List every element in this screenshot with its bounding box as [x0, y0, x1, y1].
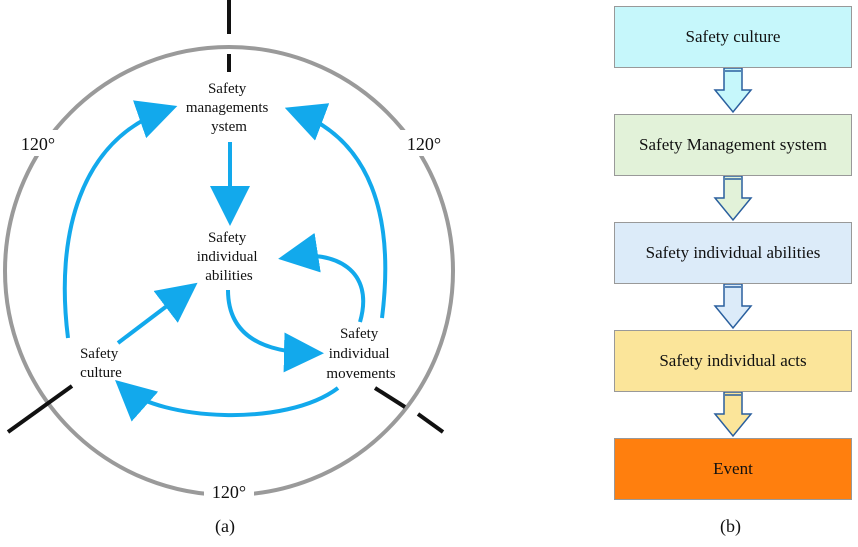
flow-box-safety-management-system: Safety Management system: [614, 114, 852, 176]
down-arrow-icon: [713, 284, 753, 330]
down-arrow-icon: [713, 392, 753, 438]
left-divider: [6, 384, 74, 434]
down-arrow-icon: [713, 68, 753, 114]
arrow-movements-to-culture: [115, 380, 340, 422]
angle-label-upper-right: 120°: [407, 134, 441, 154]
flow-box-safety-individual-acts: Safety individual acts: [614, 330, 852, 392]
flow-box-safety-culture: Safety culture: [614, 6, 852, 68]
flow-box-safety-individual-abilities: Safety individual abilities: [614, 222, 852, 284]
arrow-culture-to-system: [62, 100, 178, 339]
arrow-movements-to-abilities: [278, 232, 366, 323]
caption-a: (a): [215, 516, 235, 536]
node-safety-culture: Safety culture: [80, 346, 122, 381]
down-arrow-icon: [713, 176, 753, 222]
arrow-culture-to-abilities: [116, 282, 198, 345]
node-safety-individual-abilities: Safety individual abilities: [197, 230, 262, 284]
node-safety-management-system: Safety managements ystem: [186, 81, 272, 135]
caption-b: (b): [720, 516, 741, 536]
flow-box-event: Event: [614, 438, 852, 500]
angle-label-upper-left: 120°: [21, 134, 55, 154]
arrow-abilities-to-movements: [226, 289, 324, 373]
right-divider-inner: [373, 386, 407, 409]
circular-diagram: Safety managements ystem Safety individu…: [3, 0, 455, 504]
right-divider-outer: [416, 412, 445, 434]
node-safety-individual-movements: Safety individual movements: [326, 326, 395, 382]
arrow-movements-to-system: [284, 103, 388, 319]
angle-label-bottom: 120°: [212, 482, 246, 502]
